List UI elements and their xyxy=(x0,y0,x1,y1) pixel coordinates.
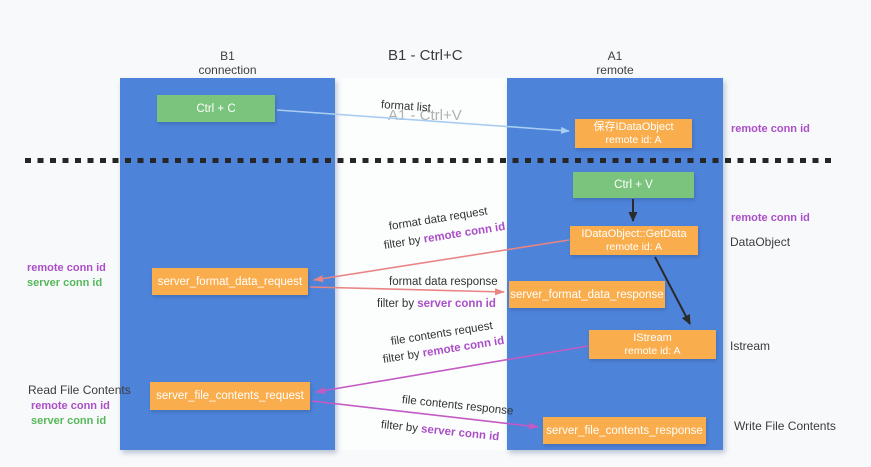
server-format-data-request-label: server_format_data_request xyxy=(157,275,303,288)
remote-conn-id-annotation-top: remote conn id xyxy=(731,123,810,135)
server-file-contents-request-box: server_file_contents_request xyxy=(150,382,310,410)
read-file-contents-annotation: Read File Contents xyxy=(28,383,131,397)
remote-conn-id-annotation-mid: remote conn id xyxy=(731,212,810,224)
istream-box: IStream remote id: A xyxy=(589,330,716,359)
lane-header-a1: A1 remote xyxy=(507,49,723,77)
left-remote-conn-id-2: remote conn id xyxy=(31,400,110,412)
ctrl-v-box: Ctrl + V xyxy=(573,172,694,198)
lane-a1-subtitle: remote xyxy=(596,63,634,77)
lane-header-b1: B1 connection xyxy=(120,49,335,77)
server-format-data-response-label: server_format_data_response xyxy=(510,288,664,301)
session-separator-dashed-line xyxy=(25,158,831,163)
save-idataobject-line1: 保存IDataObject xyxy=(593,120,674,133)
lane-b1-title: B1 xyxy=(220,49,235,63)
ctrl-c-label: Ctrl + C xyxy=(196,102,236,115)
dataobject-annotation: DataObject xyxy=(730,235,791,249)
istream-annotation: Istream xyxy=(730,339,771,353)
istream-line1: IStream xyxy=(633,331,672,344)
left-remote-conn-id-1: remote conn id xyxy=(27,262,106,274)
server-format-data-request-box: server_format_data_request xyxy=(152,268,308,295)
filter-by-text: filter by xyxy=(377,298,418,310)
left-conn-id-group-1: remote conn id server conn id xyxy=(27,261,106,291)
save-idataobject-line2: remote id: A xyxy=(605,133,662,146)
getdata-line2: remote id: A xyxy=(605,240,663,253)
server-format-data-response-box: server_format_data_response xyxy=(509,281,665,308)
lane-a1-title: A1 xyxy=(607,49,623,63)
getdata-line1: IDataObject::GetData xyxy=(581,227,687,240)
between-lanes-strip xyxy=(335,78,507,450)
idataobject-getdata-box: IDataObject::GetData remote id: A xyxy=(570,226,698,255)
save-idataobject-box: 保存IDataObject remote id: A xyxy=(575,119,692,148)
istream-line2: remote id: A xyxy=(624,344,681,357)
write-file-contents-annotation: Write File Contents xyxy=(734,419,836,433)
lane-b1-subtitle: connection xyxy=(198,63,257,77)
server-conn-id-highlight: server conn id xyxy=(417,298,496,310)
left-conn-id-group-2: remote conn id server conn id xyxy=(31,399,110,429)
diagram-title-line1: B1 - Ctrl+C xyxy=(388,47,463,64)
server-file-contents-request-label: server_file_contents_request xyxy=(156,390,304,402)
left-server-conn-id-2: server conn id xyxy=(31,415,107,427)
server-file-contents-response-box: server_file_contents_response xyxy=(543,417,706,444)
server-file-contents-response-label: server_file_contents_response xyxy=(546,424,703,437)
format-data-response-label: format data response xyxy=(389,276,498,288)
filter-by-server-conn-id-label-1: filter by server conn id xyxy=(377,298,496,310)
ctrl-c-box: Ctrl + C xyxy=(157,95,275,122)
ctrl-v-label: Ctrl + V xyxy=(614,179,653,191)
left-server-conn-id-1: server conn id xyxy=(27,277,103,289)
